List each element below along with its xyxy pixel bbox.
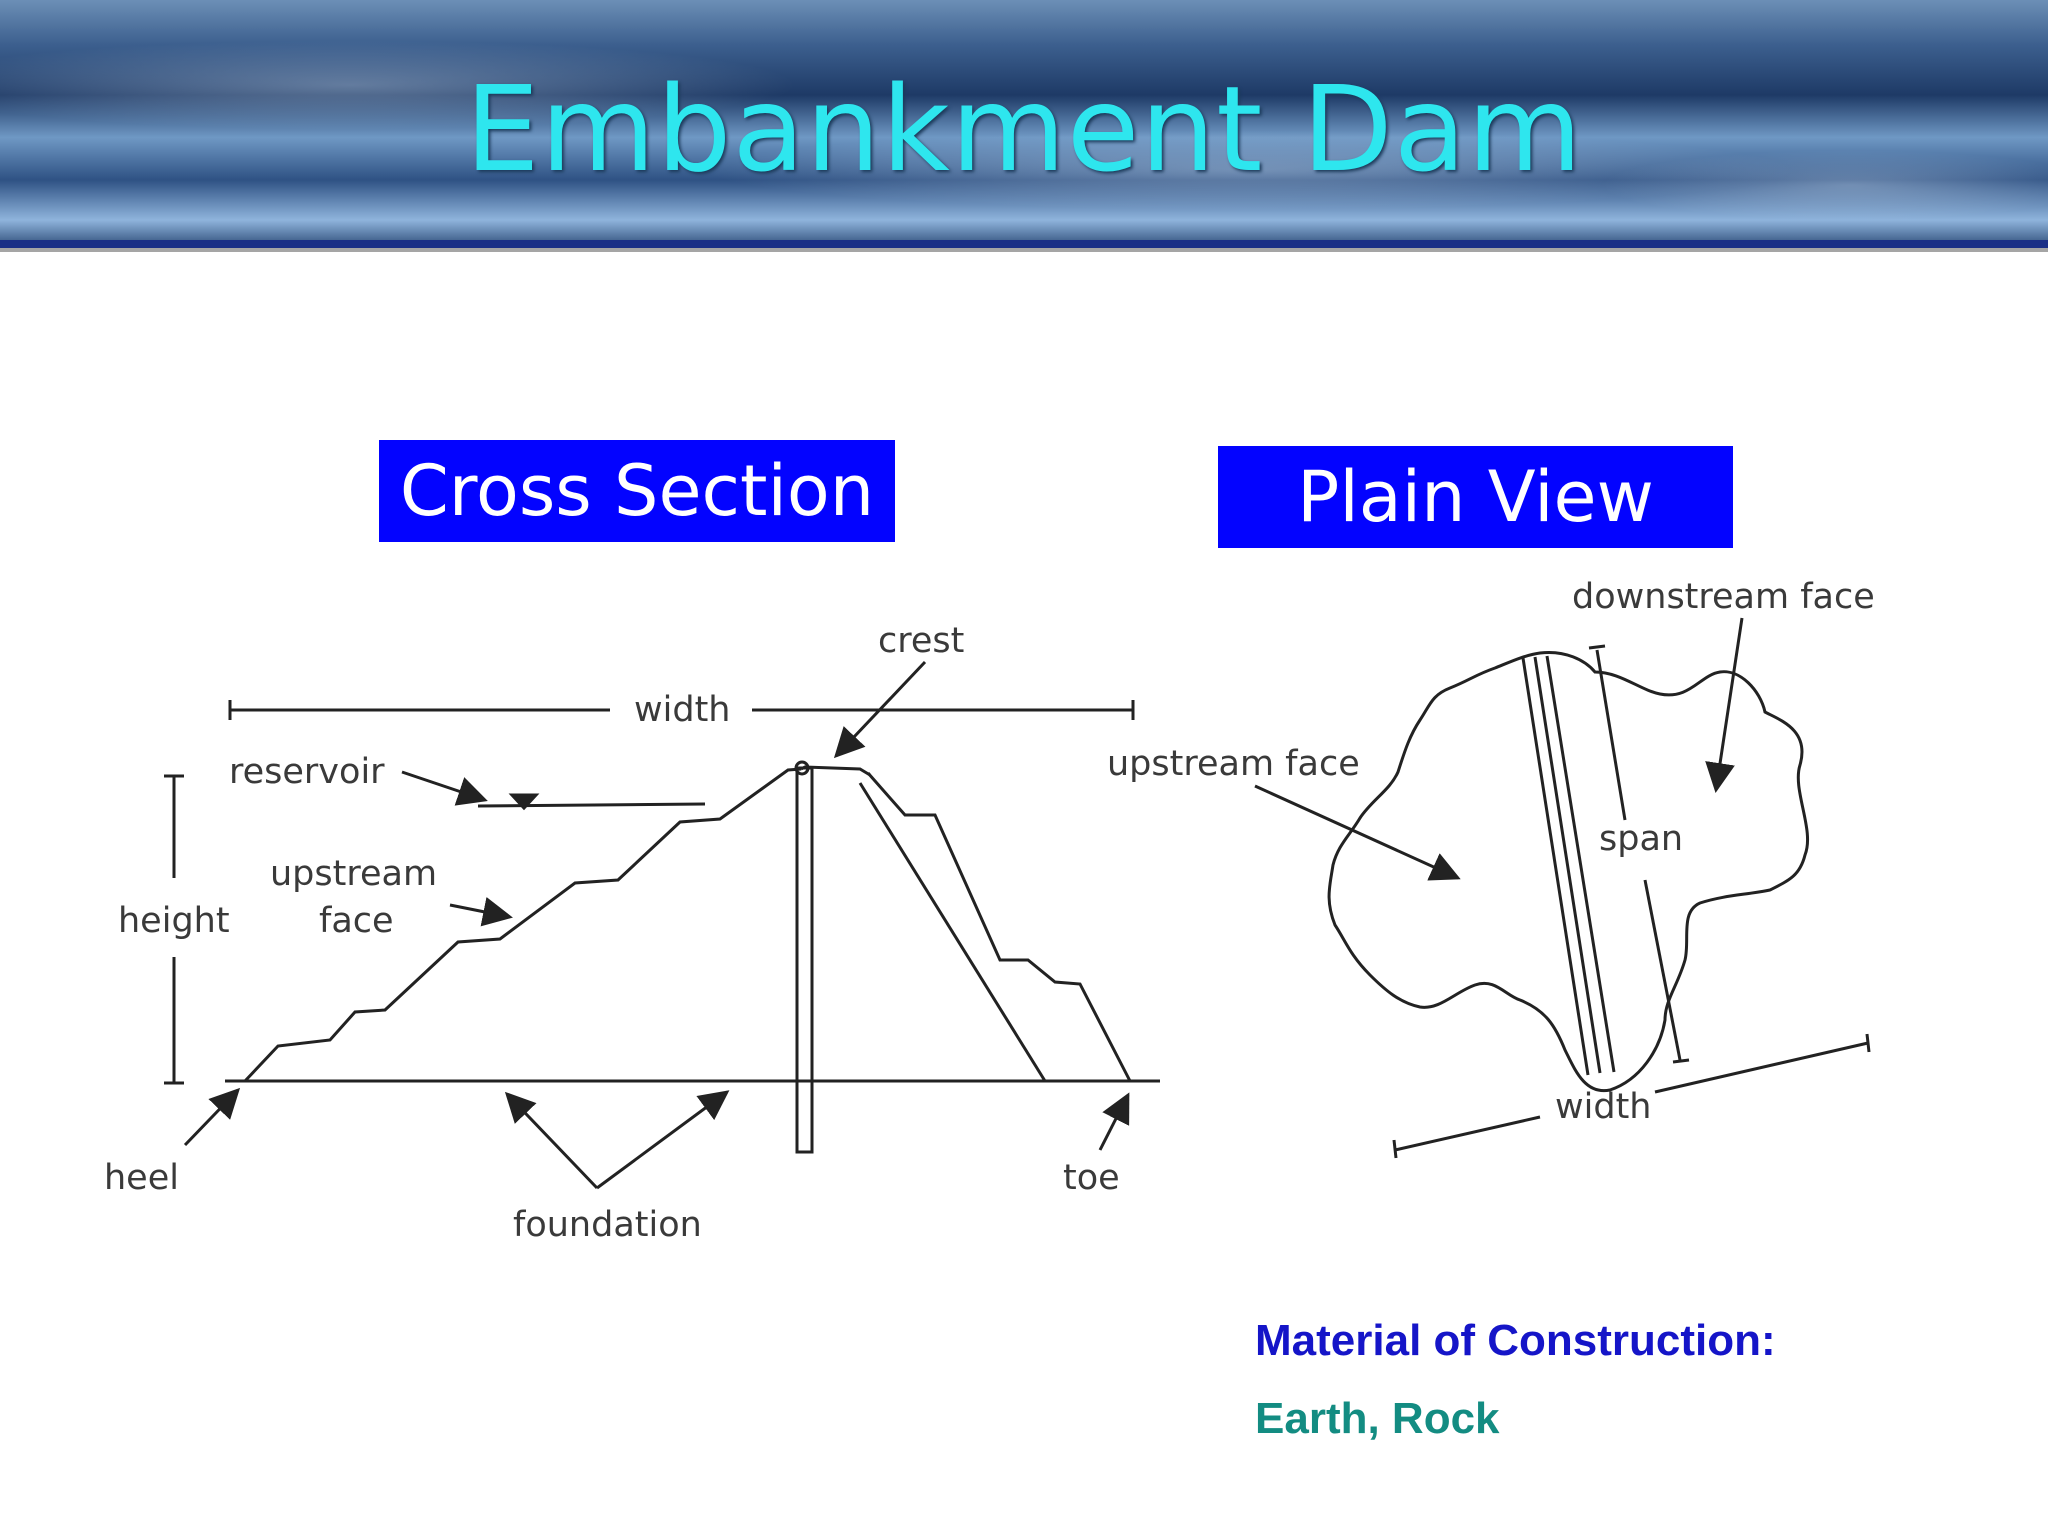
cross-section-heading: Cross Section bbox=[379, 440, 895, 542]
material-heading: Material of Construction: bbox=[1255, 1316, 1776, 1365]
plan-width-tick-left bbox=[1392, 1139, 1398, 1159]
plain-view-drawing bbox=[1254, 617, 1871, 1159]
span-dimension-top bbox=[1595, 649, 1627, 821]
dam-line-3 bbox=[1545, 655, 1616, 1073]
inner-downstream-face bbox=[858, 782, 1047, 1082]
core-wall bbox=[795, 766, 814, 1154]
plan-width-label: width bbox=[1555, 1087, 1651, 1127]
toe-label: toe bbox=[1063, 1158, 1120, 1198]
span-tick-top bbox=[1588, 644, 1606, 650]
header-banner: Embankment Dam bbox=[0, 0, 2048, 250]
upstream-face-label-line1: upstream bbox=[270, 854, 437, 894]
upstream-slope bbox=[243, 767, 802, 1083]
heel-arrow bbox=[183, 1087, 241, 1147]
plan-width-dimension-right bbox=[1654, 1041, 1869, 1094]
plain-view-heading: Plain View bbox=[1218, 446, 1733, 548]
water-highlight bbox=[700, 130, 1800, 210]
crest-arrow bbox=[833, 660, 927, 759]
crest-marker bbox=[794, 760, 810, 776]
dam-line-2 bbox=[1533, 656, 1602, 1074]
water-highlight bbox=[1600, 150, 2048, 220]
plan-width-dimension-left bbox=[1394, 1115, 1541, 1152]
span-tick-bottom bbox=[1672, 1058, 1690, 1064]
reservoir-arrow bbox=[401, 770, 488, 806]
downstream-face-label: downstream face bbox=[1572, 577, 1875, 617]
plan-upstream-face-label: upstream face bbox=[1107, 744, 1360, 784]
foundation-arrow-right bbox=[596, 1090, 730, 1190]
span-label: span bbox=[1599, 819, 1683, 859]
width-label: width bbox=[634, 690, 730, 730]
header-divider bbox=[0, 240, 2048, 252]
upstream-face-arrow bbox=[449, 896, 513, 927]
dam-line-1 bbox=[1521, 657, 1590, 1076]
plan-width-tick-right bbox=[1865, 1033, 1871, 1053]
cross-section-drawing bbox=[164, 660, 1160, 1190]
height-label: height bbox=[118, 901, 230, 941]
foundation-arrow-left bbox=[504, 1091, 599, 1190]
toe-arrow bbox=[1098, 1092, 1130, 1151]
crest-label: crest bbox=[878, 621, 964, 661]
downstream-face-arrow bbox=[1705, 617, 1744, 793]
downstream-slope bbox=[866, 772, 1132, 1082]
heel-label: heel bbox=[104, 1158, 179, 1198]
slide-title: Embankment Dam bbox=[464, 60, 1584, 198]
reservoir-level bbox=[477, 802, 706, 808]
plan-upstream-face-arrow bbox=[1254, 784, 1461, 881]
material-value: Earth, Rock bbox=[1255, 1394, 1500, 1443]
reservoir-outline bbox=[1327, 650, 1810, 1093]
span-dimension-bottom bbox=[1643, 879, 1682, 1061]
foundation-label: foundation bbox=[513, 1205, 702, 1245]
reservoir-label: reservoir bbox=[229, 752, 385, 792]
upstream-face-label-line2: face bbox=[319, 901, 394, 941]
water-level-triangle bbox=[508, 793, 540, 811]
water-highlight bbox=[0, 40, 800, 130]
